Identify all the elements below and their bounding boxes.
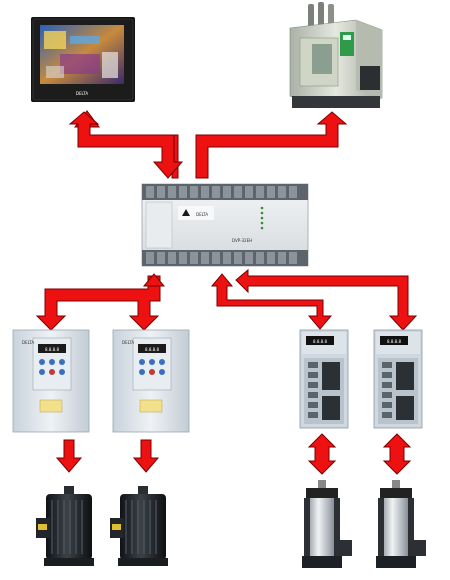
plc-controller-icon: DELTA DVP-32EH <box>141 183 309 267</box>
arrow-plc-cnc-link <box>195 111 348 179</box>
induction-motor-icon <box>110 486 168 566</box>
arrow-vfd1-to-motor1 <box>55 439 83 473</box>
servo-motor-icon <box>302 480 352 568</box>
servo-drive-icon: 8.8.8.8 <box>373 329 423 429</box>
plc-model-label: DVP-32EH <box>232 238 252 243</box>
hmi-brand-label: DELTA <box>76 91 88 96</box>
vfd1-brand-label: DELTA <box>22 340 34 345</box>
servo2-display: 8.8.8.8 <box>387 339 401 344</box>
servo-motor-icon <box>376 480 426 568</box>
vfd2-brand-label: DELTA <box>122 340 134 345</box>
vfd-drive-icon: 8.8.8.8 DELTA <box>12 329 90 433</box>
cnc-machine-icon <box>289 2 383 109</box>
arrow-servo1-to-servomotor1 <box>307 433 337 475</box>
arrow-plc-servo1-link <box>210 273 333 330</box>
servo1-display: 8.8.8.8 <box>313 339 327 344</box>
servo-drive-icon: 8.8.8.8 <box>299 329 349 429</box>
vfd2-display: 8.8.8.8 <box>145 347 159 352</box>
vfd-drive-icon: 8.8.8.8 DELTA <box>112 329 190 433</box>
arrow-hmi-plc-link <box>68 111 184 179</box>
arrow-vfd2-to-motor2 <box>132 439 160 473</box>
hmi-touch-panel-icon: DELTA <box>31 17 135 102</box>
vfd1-display: 8.8.8.8 <box>45 347 59 352</box>
arrow-servo2-to-servomotor2 <box>382 433 412 475</box>
induction-motor-icon <box>36 486 94 566</box>
arrow-plc-vfd-link <box>35 273 166 331</box>
plc-brand-label: DELTA <box>196 212 208 217</box>
